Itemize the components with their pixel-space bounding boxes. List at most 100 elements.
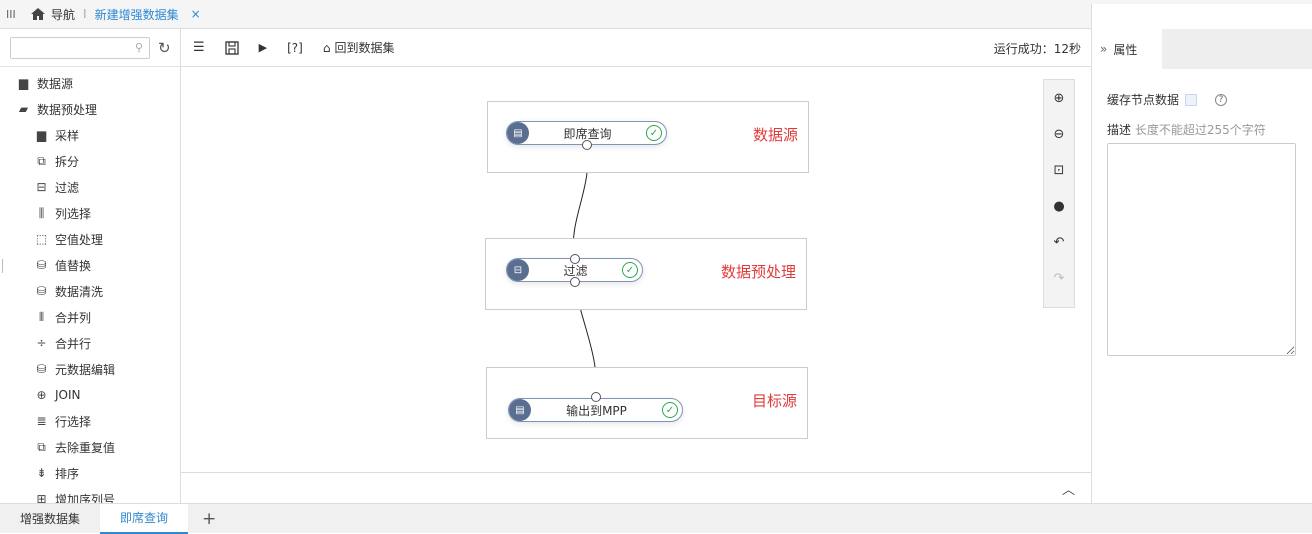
cache-label: 缓存节点数据 — [1107, 93, 1180, 107]
add-tab-button[interactable]: + — [202, 508, 217, 529]
input-port[interactable] — [570, 254, 580, 264]
menu-icon[interactable]: III — [6, 7, 16, 21]
tab-new-dataset[interactable]: 新建增强数据集 — [94, 7, 179, 22]
row-select-icon: ≣ — [36, 414, 47, 428]
locate-icon[interactable]: ● — [1053, 198, 1065, 214]
node-tree: ▆数据源 ▰数据预处理 ▆采样 ⧉拆分 ⊟过滤 ⫼列选择 ⬚空值处理 ⛁值替换 … — [0, 67, 180, 512]
tree-item-label: 行选择 — [55, 414, 92, 429]
output-port[interactable] — [582, 140, 592, 150]
list-icon[interactable]: ☰ — [193, 40, 205, 55]
close-tab-icon[interactable]: × — [190, 7, 201, 21]
database-icon: ▤ — [507, 122, 529, 144]
tree-item-label: 排序 — [55, 466, 80, 481]
group-label: 数据源 — [752, 126, 798, 144]
database-icon: ▤ — [509, 399, 531, 421]
success-check-icon: ✓ — [646, 125, 662, 141]
group-label: 目标源 — [751, 392, 797, 410]
zoom-in-icon[interactable]: ⊕ — [1053, 90, 1065, 106]
tree-item-row-select[interactable]: ≣ 行选择 — [0, 408, 180, 434]
description-row: 描述 长度不能超过255个字符 — [1107, 121, 1266, 138]
tree-item-sample[interactable]: ▆ 采样 — [0, 122, 180, 148]
output-port[interactable] — [570, 277, 580, 287]
tree-item-label: 合并行 — [55, 336, 92, 351]
tree-item-metadata-edit[interactable]: ⛁ 元数据编辑 — [0, 356, 180, 382]
tab-separator: I — [83, 7, 87, 21]
tree-item-label: 数据源 — [37, 76, 74, 91]
flow-canvas[interactable]: 数据源 ▤ 即席查询 ✓ 数据预处理 ⊟ 过滤 ✓ 目标源 ▤ 输出到MPP ✓… — [181, 68, 1091, 472]
save-icon[interactable] — [225, 37, 239, 59]
merge-rows-icon: ÷ — [36, 336, 47, 350]
success-check-icon: ✓ — [622, 262, 638, 278]
tree-item-merge-columns[interactable]: ⫴合并列 — [0, 304, 180, 330]
search-box[interactable]: ⚲ — [10, 36, 150, 59]
sidebar-search-row: ⚲ ↻ — [0, 29, 180, 67]
search-input[interactable] — [11, 37, 129, 58]
tree-item-sort[interactable]: ⇟ 排序 — [0, 460, 180, 486]
tree-item-value-replace[interactable]: ⛁值替换 — [0, 252, 180, 278]
tab-enhanced-dataset[interactable]: 增强数据集 — [20, 512, 81, 526]
tree-item-data-clean[interactable]: ⛁ 数据清洗 — [0, 278, 180, 304]
description-label: 描述 — [1107, 123, 1132, 137]
left-splitter[interactable] — [2, 259, 3, 273]
tree-item-label: 过滤 — [55, 180, 80, 195]
search-icon[interactable]: ⚲ — [134, 40, 143, 54]
sort-icon: ⇟ — [36, 466, 47, 480]
tree-item-label: 数据预处理 — [37, 102, 98, 117]
tree-item-join[interactable]: ⊕JOIN — [0, 382, 180, 408]
node-label: 过滤 — [563, 263, 588, 278]
tree-item-label: 数据清洗 — [55, 284, 104, 299]
split-icon: ⧉ — [37, 153, 46, 168]
home-icon — [31, 8, 45, 20]
filter-icon: ⊟ — [507, 259, 529, 281]
join-icon: ⊕ — [36, 388, 47, 402]
tree-item-label: 去除重复值 — [55, 440, 116, 455]
help-icon[interactable]: ? — [1215, 93, 1228, 106]
collapse-double-icon[interactable]: » — [1100, 42, 1108, 56]
tab-adhoc-query[interactable]: 即席查询 — [100, 503, 189, 534]
redo-icon[interactable]: ↷ — [1053, 270, 1065, 286]
workflow-editor: ☰ ▶ [?] ⌂ 回到数据集 运行成功：12秒 数据源 ▤ 即席查询 ✓ 数据… — [181, 29, 1091, 503]
description-hint: 长度不能超过255个字符 — [1134, 123, 1266, 137]
tree-item-label: 拆分 — [55, 154, 80, 169]
tree-item-label: 空值处理 — [55, 232, 104, 247]
tree-item-merge-rows[interactable]: ÷ 合并行 — [0, 330, 180, 356]
sheet-tabs: 增强数据集 即席查询 + — [0, 503, 1312, 534]
back-home-icon: ⌂ — [322, 40, 331, 55]
database-icon: ⛁ — [36, 362, 47, 376]
properties-header: » 属性 — [1092, 29, 1312, 69]
help-button[interactable]: [?] — [287, 40, 303, 55]
input-port[interactable] — [591, 392, 601, 402]
back-to-dataset-label: 回到数据集 — [334, 41, 395, 55]
cache-checkbox[interactable] — [1185, 93, 1198, 106]
undo-icon[interactable]: ↶ — [1053, 234, 1065, 250]
editor-toolbar: ☰ ▶ [?] ⌂ 回到数据集 — [181, 29, 1091, 67]
tree-item-datasource[interactable]: ▆数据源 — [0, 70, 180, 96]
tree-item-label: 元数据编辑 — [55, 362, 116, 377]
tree-item-split[interactable]: ⧉ 拆分 — [0, 148, 180, 174]
refresh-icon[interactable]: ↻ — [158, 38, 171, 57]
dedupe-icon: ⧉ — [37, 439, 46, 454]
tree-item-label: 采样 — [55, 128, 80, 143]
run-icon[interactable]: ▶ — [258, 41, 268, 54]
tree-item-null-handle[interactable]: ⬚空值处理 — [0, 226, 180, 252]
tree-item-filter[interactable]: ⊟ 过滤 — [0, 174, 180, 200]
back-to-dataset-button[interactable]: ⌂ 回到数据集 — [323, 37, 395, 59]
database-icon: ⛁ — [36, 284, 47, 298]
fit-view-icon[interactable]: ⊡ — [1053, 162, 1065, 178]
node-output-mpp[interactable]: ▤ 输出到MPP ✓ — [508, 398, 683, 422]
zoom-out-icon[interactable]: ⊖ — [1053, 126, 1065, 142]
filter-icon: ⊟ — [36, 180, 47, 194]
expand-up-icon[interactable]: ︿ — [1061, 483, 1075, 498]
result-panel-bar: ︿ — [181, 472, 1091, 503]
tree-item-column-select[interactable]: ⫼列选择 — [0, 200, 180, 226]
sidebar: ⚲ ↻ ▆数据源 ▰数据预处理 ▆ 采样 ⧉ 拆分 ⊟ 过滤 ⫼列选择 ⬚空值处理 ⛁… — [0, 29, 181, 507]
tree-item-preprocess[interactable]: ▰数据预处理 — [0, 96, 180, 122]
top-bar: III 导航 I 新建增强数据集 × ⋮ — [0, 0, 1312, 478]
tab-properties[interactable]: » 属性 — [1092, 29, 1162, 69]
nav-home[interactable]: 导航 — [30, 6, 75, 23]
description-field[interactable] — [1107, 143, 1296, 356]
database-icon: ⛁ — [36, 258, 47, 272]
folder-icon: ▆ — [36, 128, 47, 142]
tree-item-dedupe[interactable]: ⧉ 去除重复值 — [0, 434, 180, 460]
group-label: 数据预处理 — [720, 263, 796, 281]
